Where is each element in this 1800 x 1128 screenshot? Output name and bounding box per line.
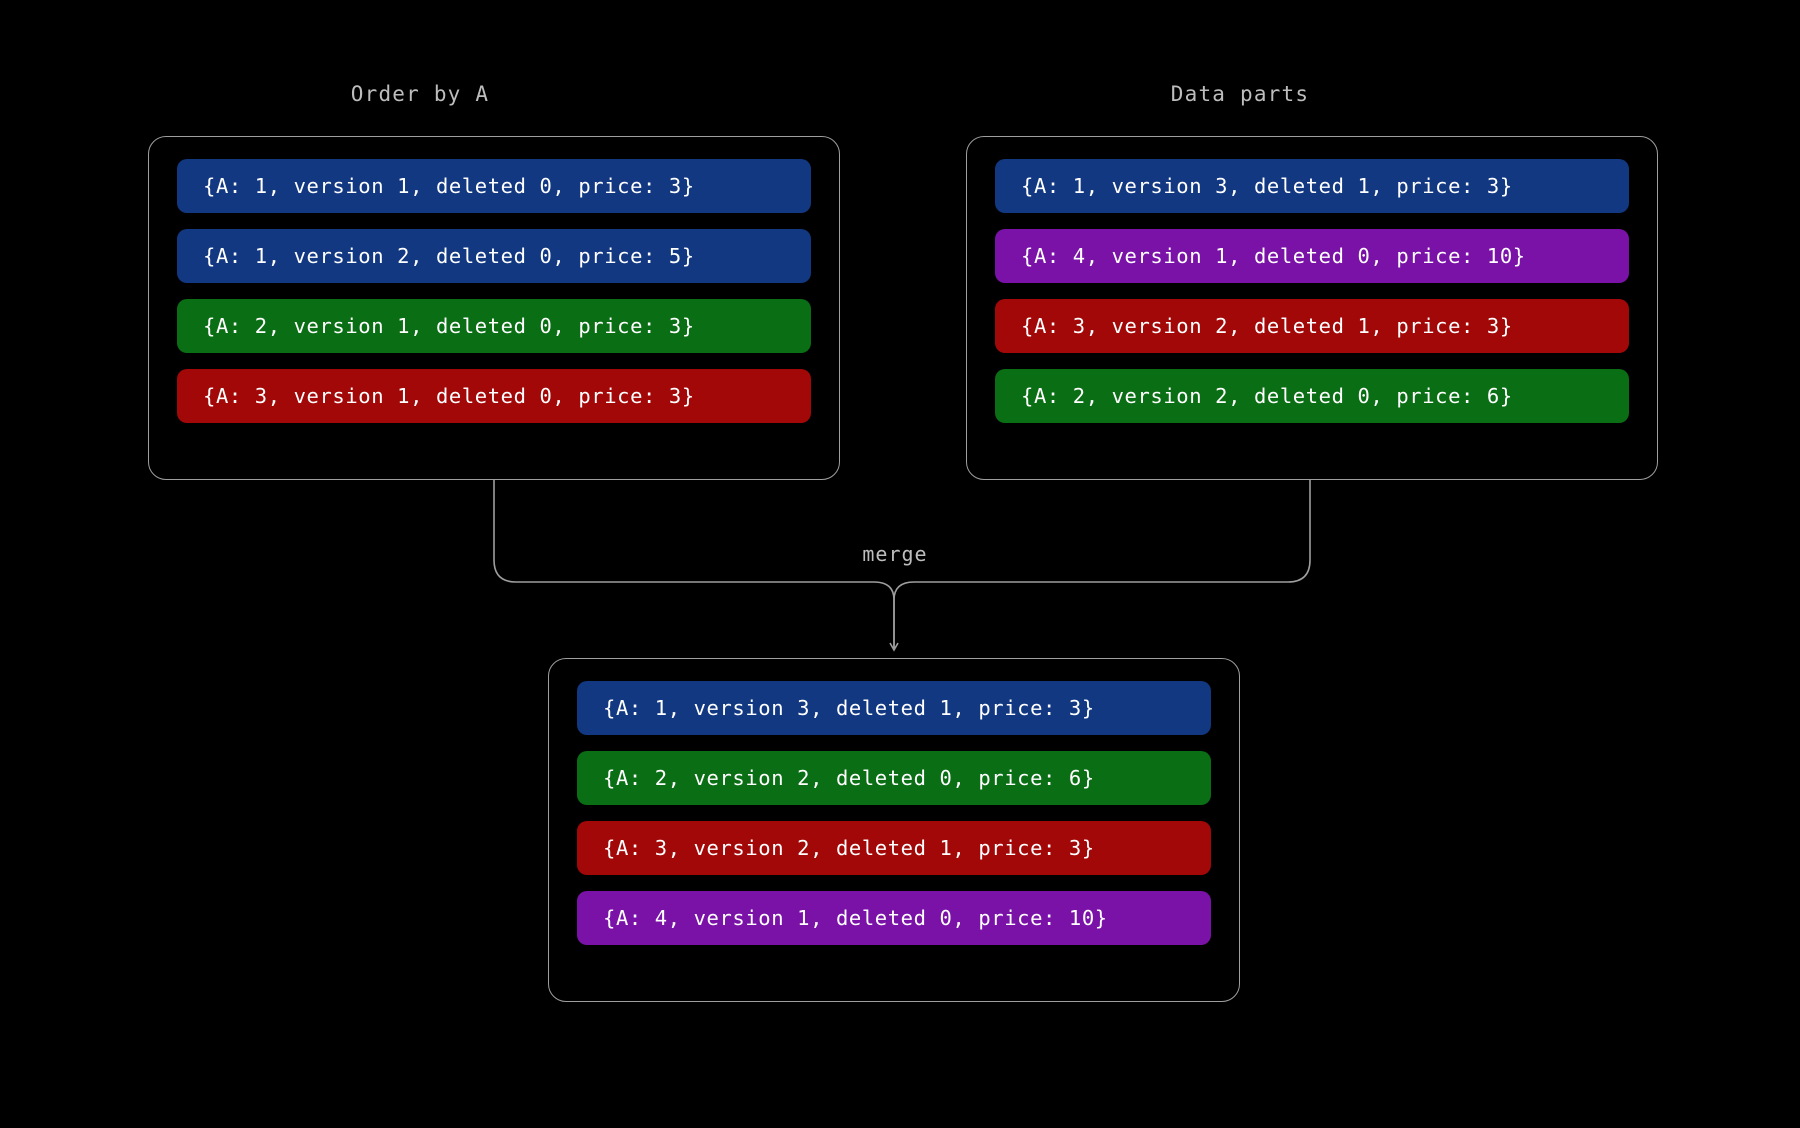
record-row: {A: 1, version 2, deleted 0, price: 5} [177, 229, 811, 283]
record-row: {A: 4, version 1, deleted 0, price: 10} [995, 229, 1629, 283]
record-row: {A: 4, version 1, deleted 0, price: 10} [577, 891, 1211, 945]
record-row: {A: 2, version 2, deleted 0, price: 6} [995, 369, 1629, 423]
panel-title-data-parts: Data parts [1170, 82, 1310, 106]
record-row: {A: 3, version 1, deleted 0, price: 3} [177, 369, 811, 423]
record-row: {A: 1, version 3, deleted 1, price: 3} [995, 159, 1629, 213]
record-row: {A: 3, version 2, deleted 1, price: 3} [577, 821, 1211, 875]
panel-order-by-a: {A: 1, version 1, deleted 0, price: 3} {… [148, 136, 840, 480]
record-row: {A: 2, version 2, deleted 0, price: 6} [577, 751, 1211, 805]
record-row: {A: 1, version 1, deleted 0, price: 3} [177, 159, 811, 213]
record-row: {A: 1, version 3, deleted 1, price: 3} [577, 681, 1211, 735]
record-row: {A: 2, version 1, deleted 0, price: 3} [177, 299, 811, 353]
panel-merged-result: {A: 1, version 3, deleted 1, price: 3} {… [548, 658, 1240, 1002]
merge-label: merge [862, 542, 928, 566]
panel-data-parts: {A: 1, version 3, deleted 1, price: 3} {… [966, 136, 1658, 480]
panel-title-order-by-a: Order by A [350, 82, 490, 106]
record-row: {A: 3, version 2, deleted 1, price: 3} [995, 299, 1629, 353]
